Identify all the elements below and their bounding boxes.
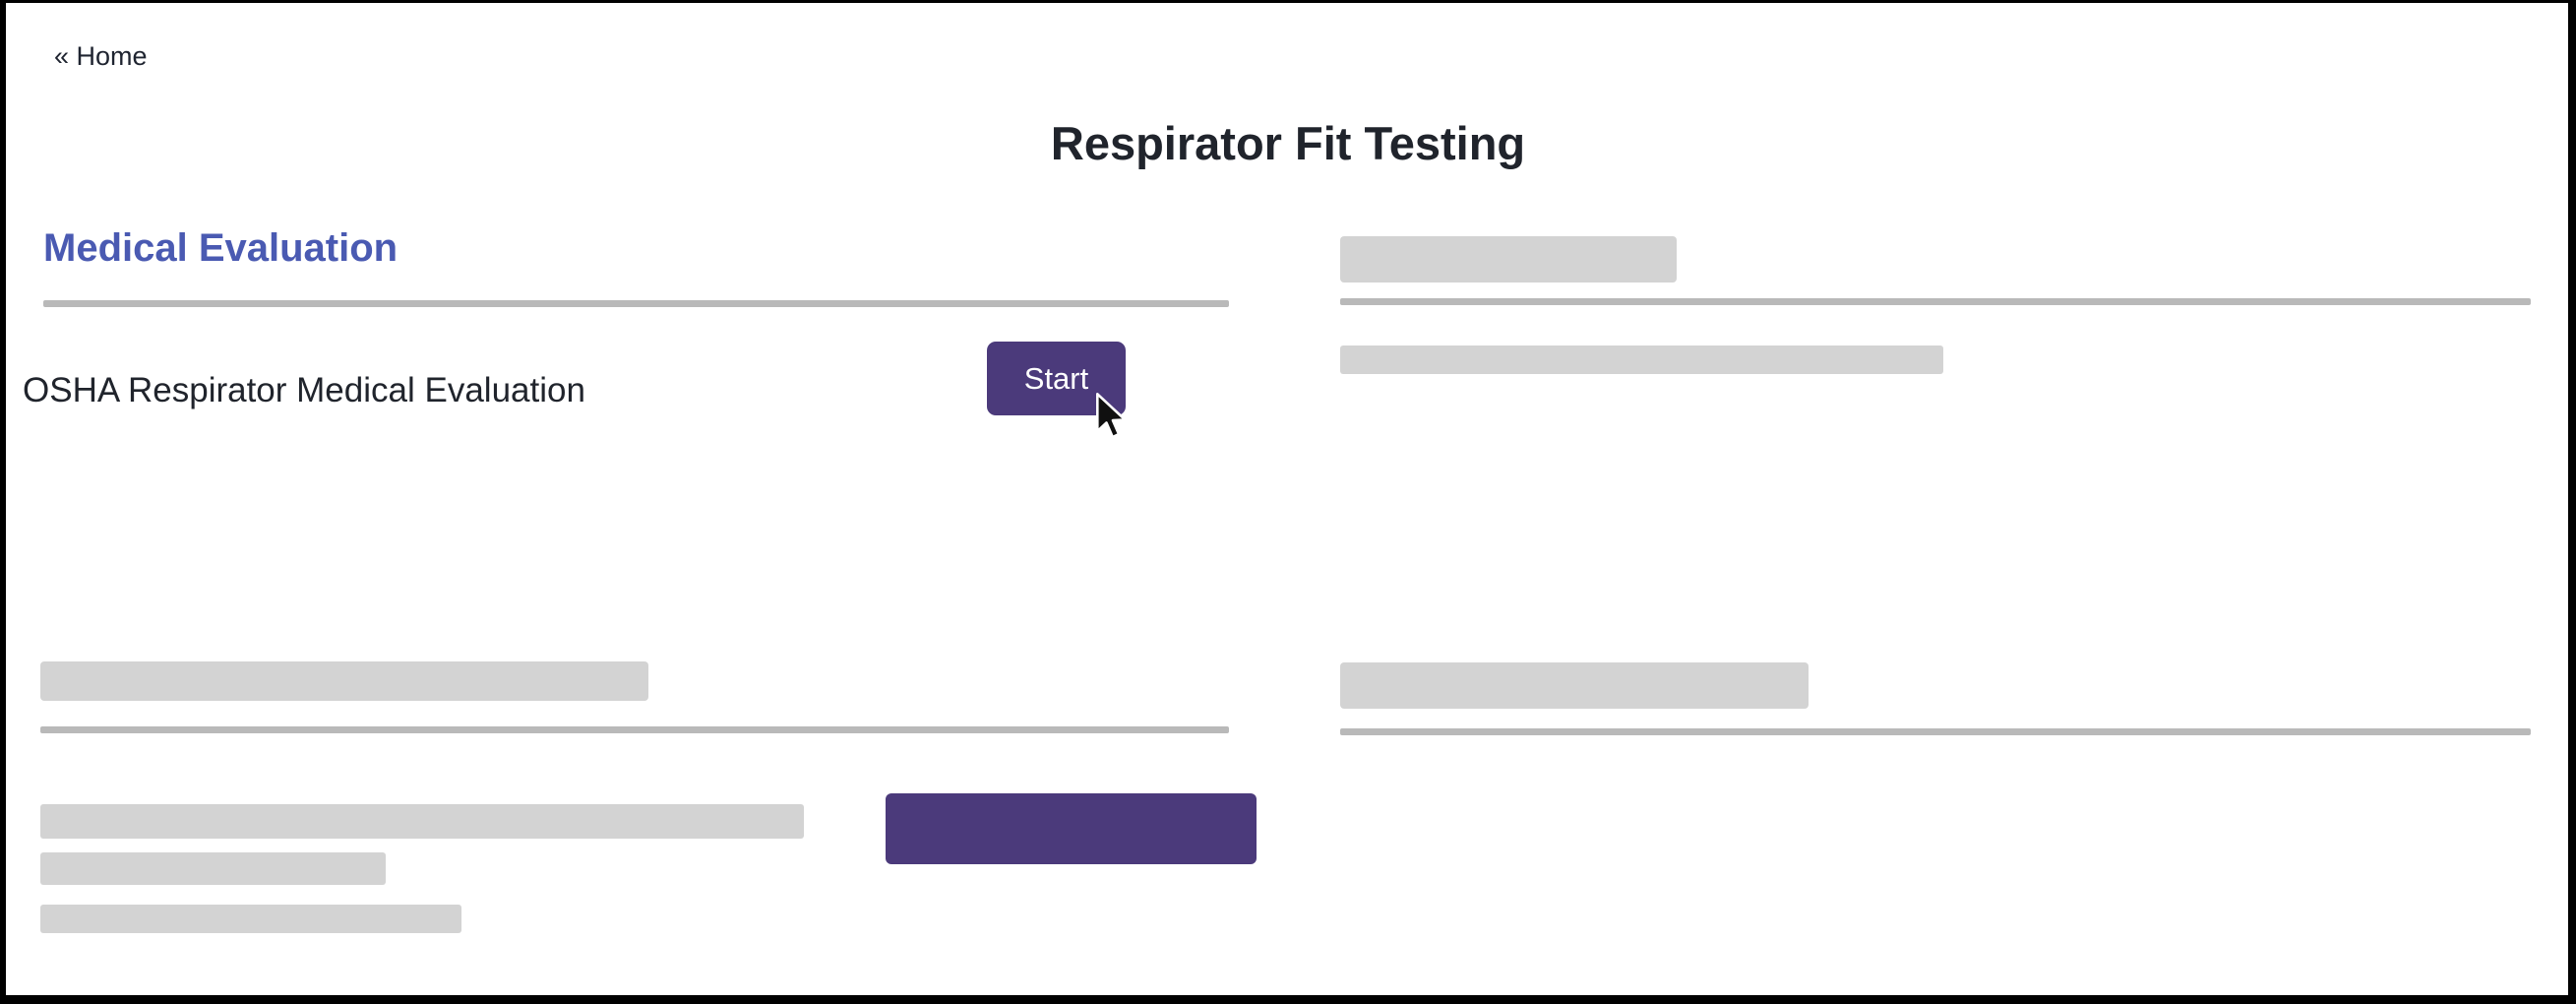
section-divider (1340, 728, 2531, 735)
section-divider (40, 726, 1229, 733)
redacted-text-bar (40, 905, 461, 933)
start-button[interactable]: Start (987, 342, 1126, 415)
redacted-section-heading (1340, 236, 1677, 282)
section-heading-medical-evaluation: Medical Evaluation (43, 226, 399, 270)
redacted-text-bar (1340, 345, 1943, 374)
redacted-section-heading (40, 661, 648, 701)
redacted-text-bar (40, 804, 804, 839)
redacted-section-heading (1340, 662, 1809, 709)
section-divider (43, 300, 1229, 307)
evaluation-item-label: OSHA Respirator Medical Evaluation (23, 371, 585, 409)
redacted-text-bar (40, 852, 386, 885)
page-title: Respirator Fit Testing (1050, 117, 1526, 169)
redacted-action-button[interactable] (886, 793, 1257, 864)
section-divider (1340, 298, 2531, 305)
home-back-link[interactable]: « Home (54, 41, 148, 71)
